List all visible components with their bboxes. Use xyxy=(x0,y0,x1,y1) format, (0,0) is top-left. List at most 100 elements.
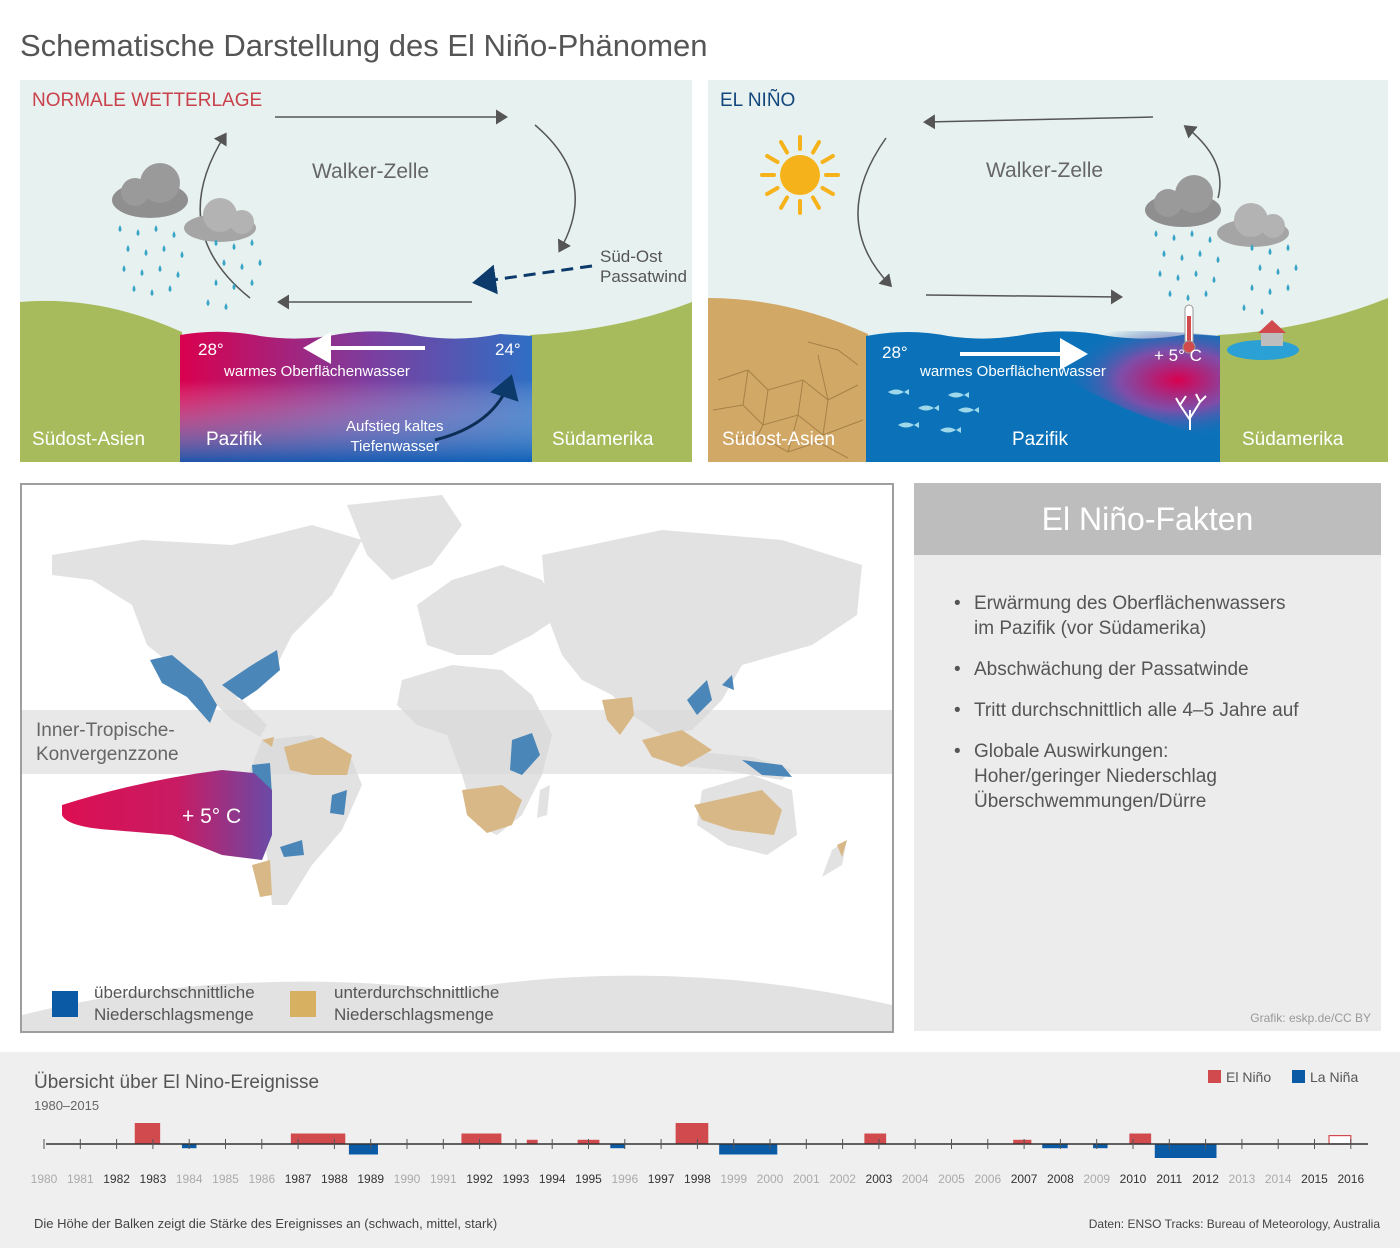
x-tick-label: 2005 xyxy=(938,1172,965,1186)
land-east-label: Südamerika xyxy=(1242,429,1344,450)
facts-heading: El Niño-Fakten xyxy=(914,483,1381,555)
temp-west-label: 28° xyxy=(882,343,908,362)
walker-arrow-bottom xyxy=(925,289,1123,305)
x-tick-label: 2013 xyxy=(1229,1172,1256,1186)
land-east-label: Südamerika xyxy=(552,429,654,450)
x-tick-label: 2006 xyxy=(974,1172,1001,1186)
x-tick-label: 1993 xyxy=(503,1172,530,1186)
x-tick-label: 2016 xyxy=(1337,1172,1364,1186)
continent-asia xyxy=(542,530,862,735)
walker-arrow-right xyxy=(534,124,576,253)
x-tick-label: 2007 xyxy=(1011,1172,1038,1186)
land-east xyxy=(530,302,692,462)
sun-icon xyxy=(760,135,840,215)
warm-water-anomaly xyxy=(62,770,272,860)
temp-east-label: 24° xyxy=(495,340,521,359)
el-nino-bar xyxy=(134,1123,161,1144)
el-nino-panel: EL NIÑO Walker-Zelle 28° + 5° C warmes O… xyxy=(708,80,1388,462)
thermometer-icon xyxy=(1182,304,1196,354)
surface-water-label: warmes Oberflächenwasser xyxy=(224,363,410,380)
x-tick-label: 1996 xyxy=(611,1172,638,1186)
x-tick-label: 1991 xyxy=(430,1172,457,1186)
x-tick-label: 1987 xyxy=(285,1172,312,1186)
x-tick-label: 2003 xyxy=(866,1172,893,1186)
temp-west-label: 28° xyxy=(198,340,224,359)
x-tick-label: 1999 xyxy=(720,1172,747,1186)
el-nino-bar xyxy=(1013,1139,1032,1144)
continent-greenland xyxy=(347,495,462,580)
x-tick-label: 1988 xyxy=(321,1172,348,1186)
el-nino-bar xyxy=(461,1133,502,1144)
fish-icon xyxy=(888,389,979,433)
la-nina-bar xyxy=(719,1144,778,1155)
land-west-label: Südost-Asien xyxy=(722,429,836,450)
timeline-chart: Übersicht über El Nino-Ereignisse 1980–2… xyxy=(31,1069,1381,1231)
house-icon xyxy=(1258,320,1286,346)
continent-south-america xyxy=(250,735,362,905)
continent-antarctica xyxy=(22,975,892,1031)
legend-el-nino: El Niño xyxy=(1226,1069,1271,1085)
x-tick-label: 1983 xyxy=(140,1172,167,1186)
ocean-label: Pazifik xyxy=(1012,429,1068,450)
land-west xyxy=(20,300,182,462)
coral-icon xyxy=(1175,393,1207,430)
world-map: Inner-Tropische-Konvergenzzone + 5° C üb… xyxy=(20,483,894,1033)
cracked-ground xyxy=(712,341,864,459)
legend-wet-swatch xyxy=(52,991,78,1017)
x-tick-label: 2004 xyxy=(902,1172,929,1186)
cloud-icon xyxy=(112,163,256,242)
dry-land-west xyxy=(708,298,868,462)
rain-icon xyxy=(118,225,262,310)
la-nina-bar xyxy=(1154,1144,1217,1158)
x-tick-label: 2000 xyxy=(757,1172,784,1186)
normal-scene xyxy=(20,109,692,462)
chart-footnote: Die Höhe der Balken zeigt die Stärke des… xyxy=(34,1216,497,1231)
la-nina-bar xyxy=(348,1144,378,1155)
x-tick-label: 1992 xyxy=(466,1172,493,1186)
el-nino-bar xyxy=(1328,1134,1352,1145)
el-nino-scene xyxy=(708,114,1388,462)
walker-cell-label: Walker-Zelle xyxy=(312,160,430,183)
trade-wind-arrow xyxy=(472,264,593,295)
walker-arrow-top xyxy=(923,114,1154,130)
la-nina-bar xyxy=(610,1144,625,1149)
land-east xyxy=(1218,298,1388,462)
rain-icon xyxy=(1154,230,1298,315)
continents xyxy=(22,495,892,1031)
legend-la-nina: La Niña xyxy=(1310,1069,1358,1085)
legend-dry-swatch xyxy=(290,991,316,1017)
temp-east-label: + 5° C xyxy=(1154,346,1202,365)
el-nino-bar xyxy=(526,1139,538,1144)
legend-el-nino-swatch xyxy=(1208,1070,1221,1083)
el-nino-bar xyxy=(675,1123,709,1144)
x-tick-label: 2008 xyxy=(1047,1172,1074,1186)
cloud-icon xyxy=(1145,175,1289,247)
el-nino-bar xyxy=(864,1133,887,1144)
continent-europe xyxy=(417,565,562,655)
x-tick-label: 1994 xyxy=(539,1172,566,1186)
x-tick-label: 1998 xyxy=(684,1172,711,1186)
la-nina-bar xyxy=(1042,1144,1068,1149)
el-nino-heading: EL NIÑO xyxy=(720,90,796,111)
ocean-label: Pazifik xyxy=(206,429,262,450)
x-tick-label: 2002 xyxy=(829,1172,856,1186)
land-west-label: Südost-Asien xyxy=(32,429,146,450)
chart-title: Übersicht über El Nino-Ereignisse xyxy=(34,1072,319,1093)
x-tick-label: 1986 xyxy=(248,1172,275,1186)
chart-source: Daten: ENSO Tracks: Bureau of Meteorolog… xyxy=(1089,1217,1381,1231)
page-title: Schematische Darstellung des El Niño-Phä… xyxy=(20,28,708,63)
la-nina-bar xyxy=(1093,1144,1108,1149)
chart-subtitle: 1980–2015 xyxy=(34,1098,99,1113)
fact-item: Globale Auswirkungen:Hoher/geringer Nied… xyxy=(954,739,1299,814)
x-tick-label: 1984 xyxy=(176,1172,203,1186)
credit: Grafik: eskp.de/CC BY xyxy=(1250,1011,1371,1025)
dry-regions xyxy=(252,697,847,897)
facts-box: El Niño-Fakten Erwärmung des Oberflächen… xyxy=(914,483,1381,1031)
legend-la-nina-swatch xyxy=(1292,1070,1305,1083)
x-tick-label: 2011 xyxy=(1156,1172,1182,1186)
x-tick-label: 1981 xyxy=(67,1172,94,1186)
